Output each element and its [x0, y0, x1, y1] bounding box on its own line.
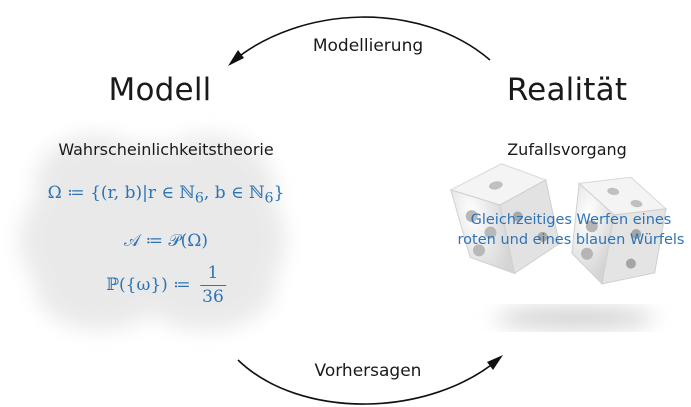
cloud-background: [20, 135, 285, 330]
prediction-label: Vorhersagen: [314, 361, 422, 381]
modelling-label: Modellierung: [312, 36, 424, 56]
model-subtitle: Wahrscheinlichkeitstheorie: [58, 140, 274, 159]
formula-sigma-algebra: 𝒜 ≔ 𝒫(Ω): [123, 231, 209, 251]
arrow-curve-bottom: [237, 357, 501, 405]
reality-subtitle: Zufallsvorgang: [507, 140, 627, 159]
model-title: Modell: [108, 72, 212, 108]
reality-title: Realität: [506, 72, 628, 108]
formula-sample-space: Ω ≔ {(r, b)|r ∈ ℕ6, b ∈ ℕ6}: [47, 183, 285, 207]
dice-icon: [449, 163, 668, 328]
formula-probability: ℙ({ω}) ≔ 1 36: [106, 263, 226, 307]
arrow-curve-top: [231, 16, 491, 63]
reality-description: Gleichzeitiges Werfen eines roten und ei…: [457, 212, 685, 248]
